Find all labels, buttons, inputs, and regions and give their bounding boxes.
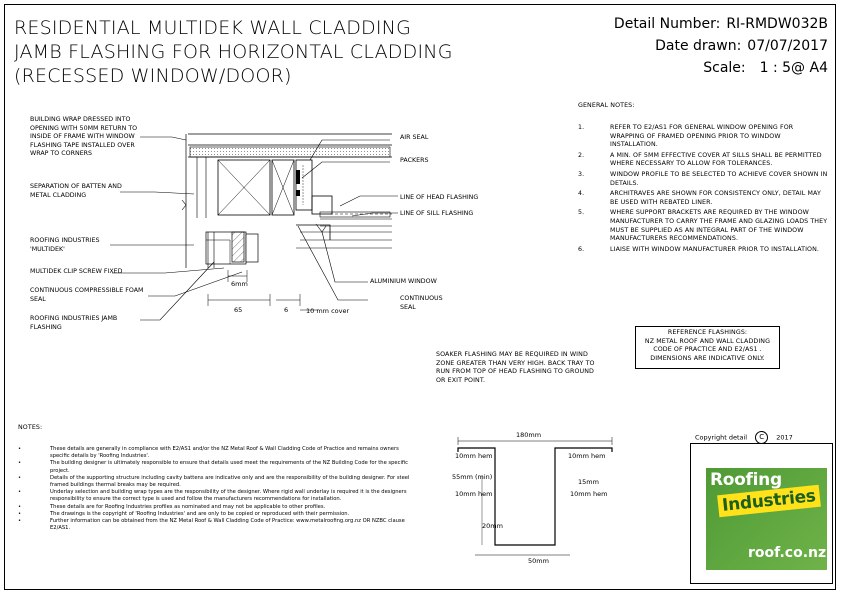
label-head-flashing: LINE OF HEAD FLASHING — [400, 194, 479, 201]
general-note-number: 5. — [578, 209, 585, 217]
dim-10-cover: 10 mm cover — [306, 307, 350, 315]
general-note-number: 2. — [578, 151, 585, 159]
title-line-2: JAMB FLASHING FOR HORIZONTAL CLADDING — [14, 41, 453, 63]
note-item: • The building designer is ultimately res… — [18, 460, 418, 474]
reference-flashings-box: REFERENCE FLASHINGS: NZ METAL ROOF AND W… — [635, 326, 780, 369]
roofing-industries-logo: Roofing Industries roof.co.nz — [706, 468, 827, 570]
title-line-3: (RECESSED WINDOW/DOOR) — [14, 65, 292, 87]
general-notes-list: 1. REFER TO E2/AS1 FOR GENERAL WINDOW OPE… — [578, 124, 828, 256]
profile-dim-hem-left: 10mm hem — [455, 452, 493, 460]
logo-word-roofing: Roofing — [710, 470, 782, 490]
general-note-number: 3. — [578, 170, 585, 178]
bullet-icon: • — [18, 460, 22, 467]
dim-65: 65 — [234, 306, 243, 314]
profile-dim-hem-right: 10mm hem — [568, 452, 606, 460]
label-air-seal: AIR SEAL — [400, 134, 429, 141]
general-note-text: REFER TO E2/AS1 FOR GENERAL WINDOW OPENI… — [610, 124, 794, 149]
bullet-icon: • — [18, 518, 22, 525]
profile-dim-depth: 20mm — [482, 522, 503, 530]
copyright-year: 2017 — [776, 433, 793, 442]
bullet-icon: • — [18, 446, 22, 452]
leader-lines — [110, 136, 398, 321]
reference-line-3: CODE OF PRACTICE AND E2/AS1 . — [653, 346, 762, 354]
general-note-item: 4. ARCHITRAVES ARE SHOWN FOR CONSISTENCY … — [578, 190, 828, 207]
note-item: • Details of the supporting structure inc… — [18, 475, 418, 489]
reference-line-4: DIMENSIONS ARE INDICATIVE ONLY. — [650, 354, 765, 362]
note-text: Further information can be obtained from… — [50, 518, 405, 532]
profile-dim-hem-right-2: 10mm hem — [570, 490, 608, 498]
detail-number-label: Detail Number: — [613, 16, 721, 32]
notes-heading: NOTES: — [18, 424, 43, 431]
note-item: • These details are generally in complian… — [18, 446, 418, 460]
general-note-number: 4. — [578, 190, 585, 198]
general-note-item: 6. LIAISE WITH WINDOW MANUFACTURER PRIOR … — [578, 246, 828, 255]
profile-dim-right-15: 15mm — [578, 478, 599, 486]
title-block-meta: Detail Number: RI-RMDW032B Date drawn: 07/… — [614, 13, 828, 79]
profile-dim-hem-left-2: 10mm hem — [455, 490, 493, 498]
label-continuous-seal: CONTINUOUS SEAL — [400, 295, 443, 311]
general-note-item: 1. REFER TO E2/AS1 FOR GENERAL WINDOW OPE… — [578, 124, 828, 150]
logo-frame — [690, 443, 833, 584]
label-clip-screw: MULTIDEK CLIP SCREW FIXED — [30, 268, 123, 275]
profile-dim-bottom: 50mm — [528, 557, 549, 565]
bullet-icon: • — [18, 510, 22, 517]
general-note-text: LIAISE WITH WINDOW MANUFACTURER PRIOR TO… — [610, 245, 820, 253]
reference-line-1: REFERENCE FLASHINGS: — [667, 329, 748, 336]
general-note-text: ARCHITRAVES ARE SHOWN FOR CONSISTENCY ON… — [610, 190, 821, 206]
general-note-item: 3. WINDOW PROFILE TO BE SELECTED TO ACHIE… — [578, 171, 828, 188]
note-text: The building designer is ultimately resp… — [50, 460, 409, 474]
general-note-number: 6. — [578, 245, 585, 253]
label-packers: PACKERS — [400, 157, 429, 164]
reference-line-2: NZ METAL ROOF AND WALL CLADDING — [644, 337, 771, 345]
detail-number-value: RI-RMDW032B — [726, 16, 828, 32]
general-notes-heading: GENERAL NOTES: — [578, 102, 635, 109]
date-drawn-value: 07/07/2017 — [747, 38, 828, 54]
label-sill-flashing: LINE OF SILL FLASHING — [400, 210, 474, 217]
note-text: Underlay selection and building wrap typ… — [50, 489, 407, 503]
note-item: • Further information can be obtained fro… — [18, 518, 418, 532]
general-note-text: WINDOW PROFILE TO BE SELECTED TO ACHIEVE… — [610, 170, 828, 187]
bullet-icon: • — [18, 474, 22, 481]
label-aluminium-window: ALUMINIUM WINDOW — [370, 278, 437, 285]
notes-list: • These details are generally in complian… — [18, 446, 418, 532]
note-text: Details of the supporting structure incl… — [50, 474, 410, 489]
note-text: The drawings is the copyright of 'Roofin… — [50, 510, 350, 517]
note-item: • Underlay selection and building wrap ty… — [18, 489, 418, 503]
dim-6: 6 — [284, 306, 289, 314]
bullet-icon: • — [18, 489, 22, 496]
note-item: • The drawings is the copyright of 'Roofi… — [18, 511, 418, 518]
scale-value: 1 : 5@ A4 — [759, 60, 828, 76]
label-building-wrap: BUILDING WRAP DRESSED INTO OPENING WITH … — [30, 116, 138, 158]
general-note-item: 2. A MIN. OF 5mm EFFECTIVE COVER AT SILLS… — [578, 152, 828, 169]
label-compressible-foam: CONTINUOUS COMPRESSIBLE FOAM SEAL — [30, 287, 144, 303]
flashing-profile — [457, 437, 613, 556]
general-note-text: WHERE SUPPORT BRACKETS ARE REQUIRED BY T… — [610, 209, 828, 243]
title-line-1: RESIDENTIAL MULTIDEK WALL CLADDING — [14, 17, 412, 39]
general-note-item: 5. WHERE SUPPORT BRACKETS ARE REQUIRED BY… — [578, 209, 828, 243]
scale-label: Scale: — [703, 60, 746, 76]
profile-dim-top: 180mm — [516, 431, 542, 439]
drawing-title: RESIDENTIAL MULTIDEK WALL CLADDING JAMB … — [14, 16, 453, 88]
wall-section — [181, 133, 392, 268]
profile-dim-left-min: 55mm (min) — [452, 473, 493, 481]
note-item: • These details are for Roofing Industrie… — [18, 504, 418, 511]
label-separation: SEPARATION OF BATTEN AND METAL CLADDING — [30, 183, 122, 199]
dimension-lines — [207, 270, 318, 311]
soaker-note: SOAKER FLASHING MAY BE REQUIRED IN WIND … — [436, 351, 595, 384]
label-jamb-flashing: ROOFING INDUSTRIES JAMB FLASHING — [30, 315, 118, 331]
copyright-label: Copyright detail — [695, 433, 748, 442]
dim-6mm: 6mm — [231, 280, 248, 288]
label-roofing-multidek: ROOFING INDUSTRIES 'MULTIDEK' — [30, 237, 100, 253]
general-note-number: 1. — [578, 124, 585, 131]
bullet-icon: • — [18, 503, 22, 510]
drawing-sheet-border — [4, 4, 836, 590]
note-text: These details are for Roofing Industries… — [50, 503, 326, 510]
note-text: These details are generally in complianc… — [50, 446, 399, 460]
date-drawn-label: Date drawn: — [655, 38, 742, 54]
logo-url: roof.co.nz — [748, 545, 827, 561]
general-note-text: A MIN. OF 5mm EFFECTIVE COVER AT SILLS S… — [610, 151, 822, 168]
